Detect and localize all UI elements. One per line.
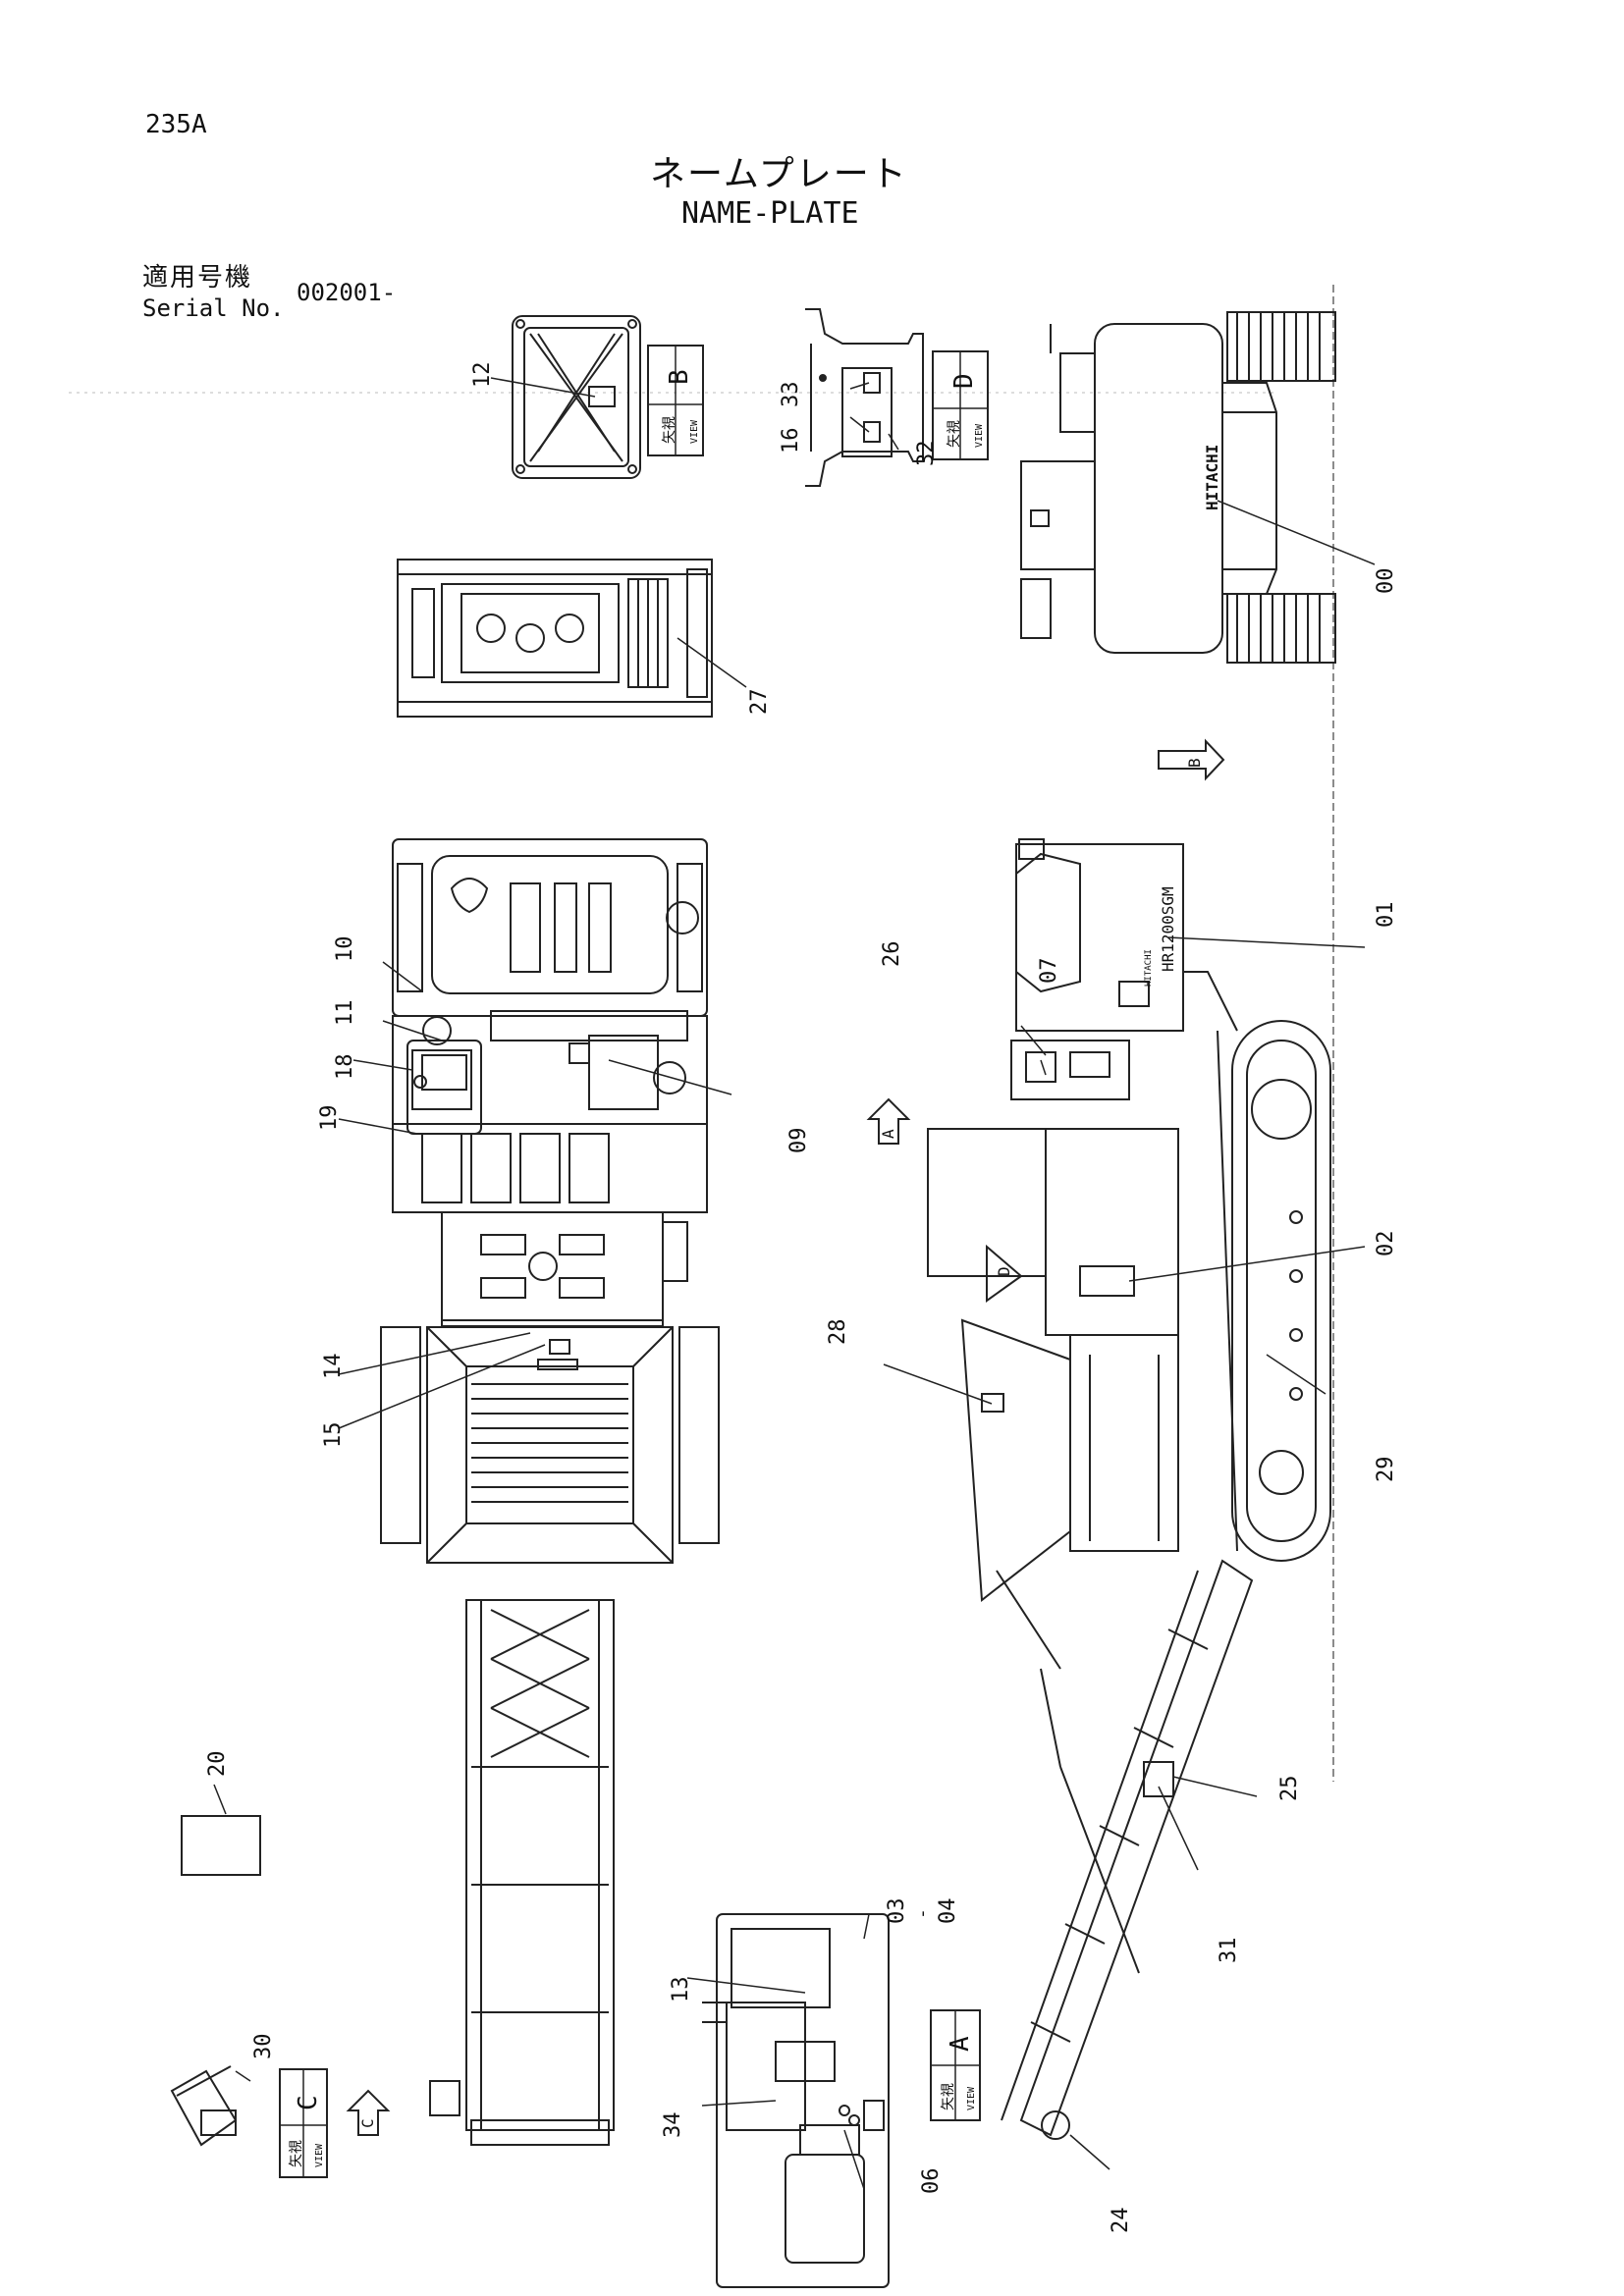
callout-29: 29: [1374, 1457, 1398, 1483]
arrow-d-letter: D: [995, 1266, 1013, 1276]
view-a-detail: [686, 1913, 890, 2288]
arrow-c-letter: C: [358, 2118, 377, 2128]
callout-04: 04: [936, 1898, 960, 1925]
callout-26: 26: [880, 941, 904, 968]
callout-09: 09: [786, 1128, 811, 1154]
page-title-japanese: ネームプレート: [650, 154, 908, 194]
callout-01: 01: [1374, 902, 1398, 929]
view-c-arrow: [346, 2089, 391, 2136]
engine-top-view: [397, 559, 747, 718]
machine-side-view: [866, 838, 1366, 2170]
callout-25: 25: [1277, 1776, 1302, 1802]
view-a-tag: [930, 2009, 981, 2121]
callout-18: 18: [333, 1054, 357, 1081]
plate-20: [181, 1784, 261, 1876]
arrow-a-letter: A: [879, 1129, 897, 1139]
callout-28: 28: [826, 1319, 850, 1346]
callout-32: 32: [914, 441, 939, 467]
view-d-kanji: 矢視: [947, 420, 962, 448]
callout-06: 06: [919, 2168, 944, 2195]
view-b-panel: [490, 315, 641, 479]
callout-15: 15: [321, 1422, 346, 1449]
view-c-kanji: 矢視: [289, 2140, 304, 2167]
callout-33: 33: [779, 382, 803, 408]
callout-02: 02: [1374, 1231, 1398, 1257]
view-c-small: VIEW: [314, 2143, 325, 2167]
view-d-tag: [932, 350, 989, 460]
machine-plan-view: [338, 838, 732, 2146]
callout-12: 12: [470, 362, 495, 389]
callout-13: 13: [669, 1977, 693, 2003]
callout-11: 11: [333, 1000, 357, 1027]
callout-30: 30: [251, 2034, 276, 2060]
callout-24: 24: [1109, 2208, 1133, 2234]
callout-16: 16: [779, 428, 803, 454]
view-c-letter: C: [294, 2095, 323, 2110]
callout-03-04-dash: -: [912, 1908, 933, 1919]
callout-07: 07: [1037, 958, 1061, 985]
view-d-small: VIEW: [974, 423, 985, 448]
view-b-small: VIEW: [689, 419, 700, 444]
callout-10: 10: [333, 936, 357, 963]
view-a-small: VIEW: [966, 2086, 977, 2110]
callout-00: 00: [1374, 568, 1398, 595]
view-b-arrow: [1158, 738, 1225, 781]
view-b-kanji: 矢視: [662, 416, 677, 444]
view-c-detail: [170, 2065, 251, 2147]
callout-20: 20: [205, 1751, 230, 1778]
machine-brand-small-text: HITACHI: [1144, 949, 1154, 987]
machine-brand-text: HITACHI: [1203, 445, 1221, 510]
page-title-english: NAME-PLATE: [681, 196, 859, 231]
view-b-letter: B: [665, 369, 694, 385]
view-d-detail: [805, 308, 924, 487]
callout-03: 03: [885, 1898, 909, 1925]
serial-label-english: Serial No.: [142, 294, 285, 322]
callout-31: 31: [1217, 1938, 1241, 1964]
callout-27: 27: [747, 689, 772, 716]
callout-34: 34: [661, 2112, 685, 2139]
callout-19: 19: [317, 1105, 342, 1132]
page-number: 235A: [145, 110, 207, 139]
machine-model-text: HR1200SGM: [1159, 886, 1177, 972]
rear-elevation-view: [1020, 311, 1376, 664]
view-a-kanji: 矢視: [941, 2083, 956, 2110]
view-b-tag: [647, 345, 704, 456]
callout-14: 14: [321, 1354, 346, 1380]
view-d-letter: D: [949, 373, 979, 389]
serial-number-value: 002001-: [297, 279, 397, 306]
view-a-letter: A: [946, 2036, 975, 2052]
serial-label-japanese: 適用号機: [142, 263, 253, 293]
arrow-b-letter: B: [1185, 758, 1204, 768]
view-c-tag: [279, 2068, 328, 2178]
